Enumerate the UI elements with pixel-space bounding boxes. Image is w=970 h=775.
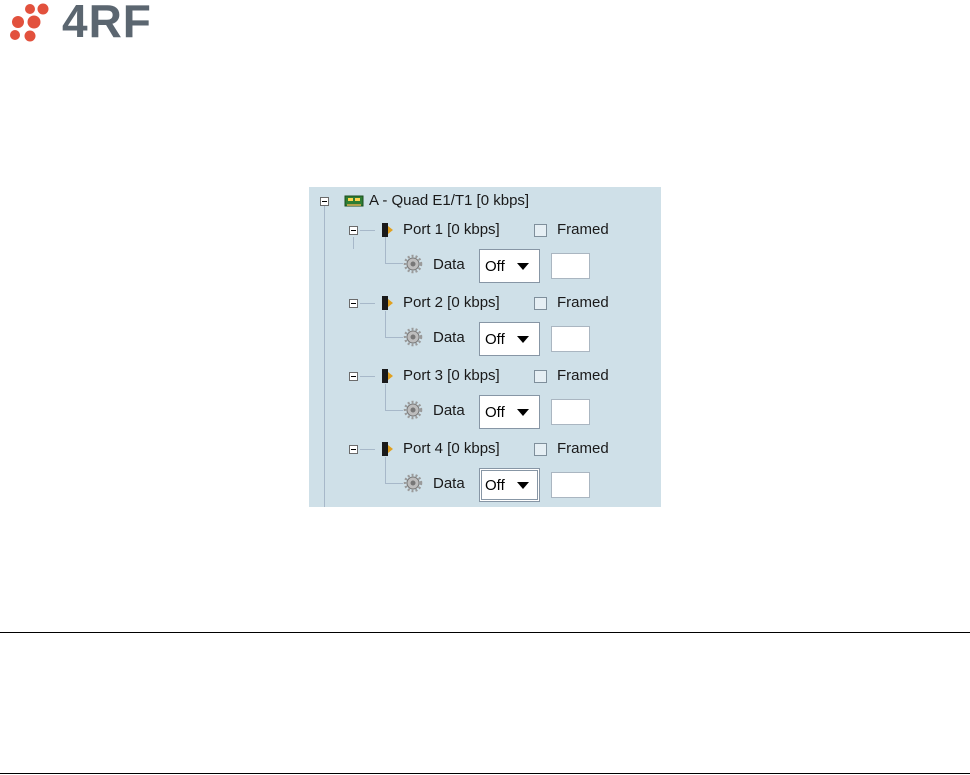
collapse-icon[interactable]	[349, 445, 358, 454]
framed-checkbox[interactable]	[534, 443, 547, 456]
tree-panel: A - Quad E1/T1 [0 kbps] Port 1 [0 kbps] …	[309, 187, 661, 507]
port-row[interactable]: Port 1 [0 kbps] Framed	[309, 219, 661, 243]
data-row: Data Off	[309, 322, 661, 346]
collapse-icon[interactable]	[349, 299, 358, 308]
data-dropdown[interactable]: Off	[479, 249, 540, 283]
data-label: Data	[433, 329, 465, 347]
chevron-down-icon	[517, 482, 529, 489]
gear-icon	[402, 472, 424, 494]
data-dropdown[interactable]: Off	[479, 322, 540, 356]
framed-checkbox[interactable]	[534, 297, 547, 310]
framed-label: Framed	[557, 221, 609, 239]
company-logo: 4RF	[6, 0, 186, 46]
data-dropdown[interactable]: Off	[479, 395, 540, 429]
framed-checkbox[interactable]	[534, 224, 547, 237]
data-row: Data Off	[309, 249, 661, 273]
port-icon	[380, 367, 394, 385]
port-icon	[380, 294, 394, 312]
collapse-icon[interactable]	[349, 372, 358, 381]
chevron-down-icon	[517, 263, 529, 270]
data-label: Data	[433, 256, 465, 274]
data-value-field[interactable]	[551, 399, 590, 425]
collapse-icon[interactable]	[349, 226, 358, 235]
port-row[interactable]: Port 2 [0 kbps] Framed	[309, 292, 661, 316]
data-value-field[interactable]	[551, 472, 590, 498]
chevron-down-icon	[517, 336, 529, 343]
data-row: Data Off	[309, 395, 661, 419]
framed-label: Framed	[557, 440, 609, 458]
card-icon	[344, 194, 364, 208]
dropdown-value: Off	[485, 331, 505, 348]
tree-line-port	[360, 230, 375, 231]
dropdown-value: Off	[485, 477, 505, 494]
port-label: Port 3 [0 kbps]	[403, 367, 500, 385]
port-icon	[380, 440, 394, 458]
data-value-field[interactable]	[551, 326, 590, 352]
framed-checkbox[interactable]	[534, 370, 547, 383]
port-label: Port 1 [0 kbps]	[403, 221, 500, 239]
port-icon	[380, 221, 394, 239]
chevron-down-icon	[517, 409, 529, 416]
data-label: Data	[433, 475, 465, 493]
port-row[interactable]: Port 4 [0 kbps] Framed	[309, 438, 661, 462]
port-row[interactable]: Port 3 [0 kbps] Framed	[309, 365, 661, 389]
tree-line-port	[360, 449, 375, 450]
gear-icon	[402, 326, 424, 348]
data-value-field[interactable]	[551, 253, 590, 279]
framed-label: Framed	[557, 294, 609, 312]
gear-icon	[402, 253, 424, 275]
tree-line-port	[360, 376, 375, 377]
dropdown-value: Off	[485, 404, 505, 421]
gear-icon	[402, 399, 424, 421]
root-label: A - Quad E1/T1 [0 kbps]	[369, 192, 529, 210]
tree-line-port	[360, 303, 375, 304]
footer-divider	[0, 773, 970, 774]
port-label: Port 2 [0 kbps]	[403, 294, 500, 312]
data-label: Data	[433, 402, 465, 420]
data-row: Data Off	[309, 468, 661, 492]
logo-text: 4RF	[62, 0, 152, 48]
data-dropdown[interactable]: Off	[479, 468, 540, 502]
framed-label: Framed	[557, 367, 609, 385]
tree-root-row[interactable]: A - Quad E1/T1 [0 kbps]	[309, 189, 661, 213]
port-label: Port 4 [0 kbps]	[403, 440, 500, 458]
collapse-icon[interactable]	[320, 197, 329, 206]
dropdown-value: Off	[485, 258, 505, 275]
dots-logo-icon	[6, 0, 62, 44]
divider	[0, 632, 970, 633]
